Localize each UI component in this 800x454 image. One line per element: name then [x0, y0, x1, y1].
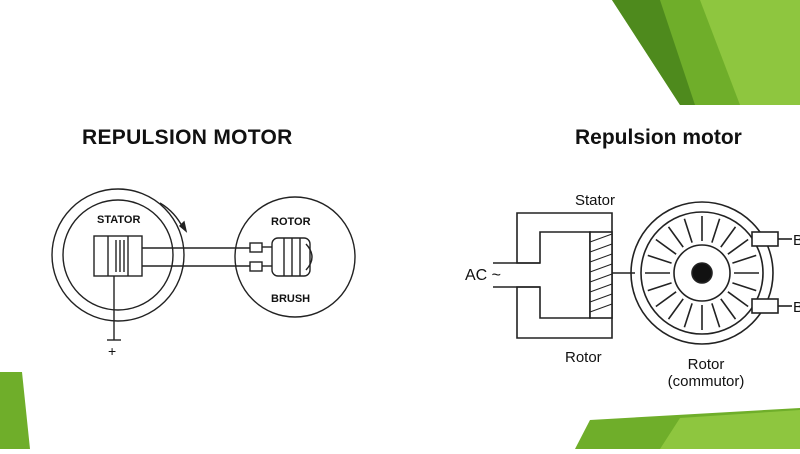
stator-block — [93, 235, 143, 277]
left-diagram-title: REPULSION MOTOR — [82, 126, 293, 149]
commutator-spoke — [727, 238, 749, 255]
commutator-spoke — [720, 298, 737, 320]
brush-top — [751, 231, 779, 247]
brush-label: BRUSH — [271, 293, 310, 305]
rotor-inner-circle — [640, 211, 764, 335]
commutator-spoke — [683, 303, 693, 328]
commutator-spoke — [732, 282, 757, 292]
decor-shape — [0, 372, 30, 449]
rotor-hub — [673, 244, 731, 302]
commutator-spoke — [720, 226, 737, 248]
brush-label-top: B — [793, 232, 800, 249]
rotor-outer-circle — [630, 201, 774, 345]
commutator-spoke — [727, 291, 749, 308]
stator-outer-circle — [51, 188, 185, 322]
stator-label: STATOR — [97, 214, 140, 226]
stator-inner-circle — [62, 199, 174, 311]
decor-shape — [700, 0, 800, 105]
commutator-spoke — [711, 218, 721, 243]
brush-bottom — [751, 298, 779, 314]
commutator-spoke — [655, 291, 677, 308]
stator-label-right: Stator — [575, 192, 615, 209]
commutator-spokes — [645, 216, 759, 330]
rotor-circle — [234, 196, 356, 318]
rotor-label-left: Rotor — [565, 349, 602, 366]
rotor-body — [271, 237, 311, 277]
commutator-spoke — [732, 254, 757, 264]
decor-top-right — [612, 0, 800, 105]
brush-label-bottom: B — [793, 299, 800, 316]
decor-shape — [660, 410, 800, 449]
right-diagram-title: Repulsion motor — [575, 126, 742, 149]
commutator-spoke — [647, 282, 672, 292]
commutator-spoke — [711, 303, 721, 328]
commutator-spoke — [667, 298, 684, 320]
left-diagram — [51, 188, 356, 341]
rotor-shaft — [691, 262, 713, 284]
commutator-spoke — [683, 218, 693, 243]
decor-bottom-left — [0, 372, 30, 449]
rotor-label-right-line2: (commutor) — [668, 373, 745, 390]
rotor-label-right-line1: Rotor — [688, 356, 725, 373]
decor-bottom-right — [575, 408, 800, 449]
ground-symbol: + — [108, 343, 116, 359]
commutator-spoke — [655, 238, 677, 255]
commutator-spoke — [667, 226, 684, 248]
right-diagram — [493, 201, 792, 345]
rotor-label: ROTOR — [271, 216, 311, 228]
rotation-arrowhead — [178, 220, 188, 233]
brush — [249, 261, 263, 272]
decor-shape — [612, 0, 695, 105]
rotor-winding — [305, 243, 313, 271]
ac-label: AC ~ — [465, 267, 501, 284]
commutator-spoke — [647, 254, 672, 264]
brush — [249, 242, 263, 253]
pole-hatching — [589, 233, 613, 313]
